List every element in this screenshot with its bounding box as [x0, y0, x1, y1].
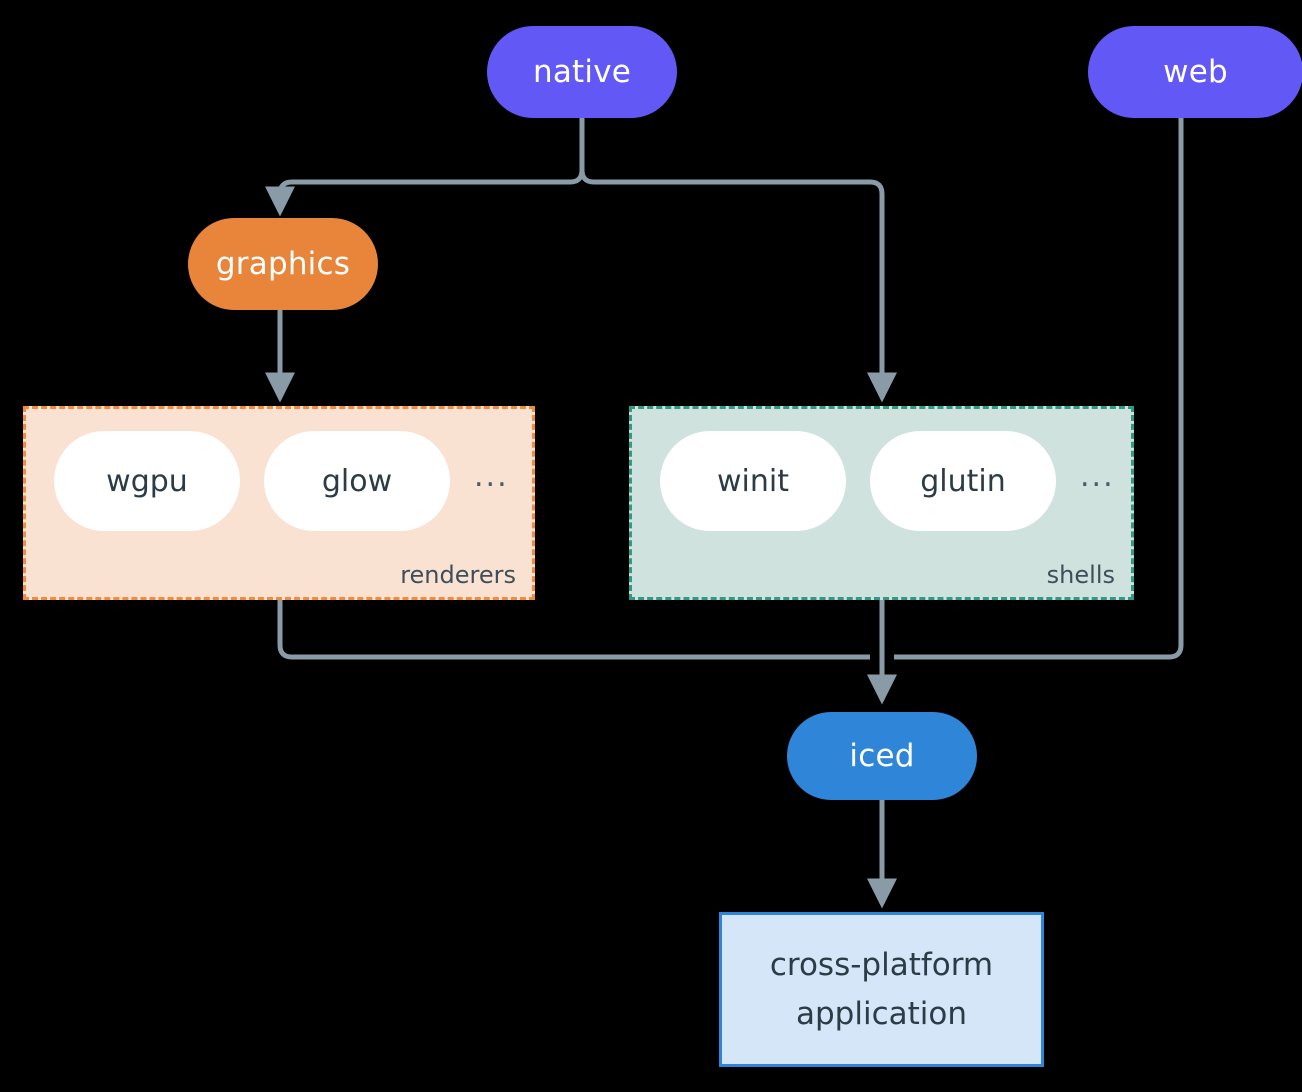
chip-wgpu[interactable]: wgpu — [54, 431, 240, 531]
chip-glutin[interactable]: glutin — [870, 431, 1056, 531]
edge-native-to-graphics — [265, 169, 585, 217]
node-cross-platform-application[interactable]: cross-platform application — [719, 912, 1044, 1067]
node-graphics-label: graphics — [215, 246, 351, 282]
node-native[interactable]: native — [487, 26, 677, 118]
node-web[interactable]: web — [1088, 26, 1302, 118]
node-iced[interactable]: iced — [787, 712, 977, 800]
group-renderers-label: renderers — [400, 561, 516, 589]
group-renderers-items: wgpu glow ... — [26, 431, 532, 531]
node-iced-label: iced — [849, 738, 915, 774]
group-shells-label: shells — [1046, 561, 1115, 589]
chip-winit[interactable]: winit — [660, 431, 846, 531]
node-graphics[interactable]: graphics — [188, 218, 378, 310]
group-renderers[interactable]: wgpu glow ... renderers — [23, 406, 535, 600]
chip-winit-label: winit — [717, 463, 789, 499]
chip-glutin-label: glutin — [920, 463, 1006, 499]
edge-native-to-shells — [579, 169, 897, 403]
chip-wgpu-label: wgpu — [106, 463, 188, 499]
group-shells[interactable]: winit glutin ... shells — [629, 406, 1134, 600]
chip-glow-label: glow — [321, 463, 393, 499]
renderers-overflow-ellipsis: ... — [474, 459, 509, 494]
application-label-line1: cross-platform — [769, 947, 994, 984]
edge-renderers-to-iced — [277, 600, 870, 660]
application-label-line2: application — [796, 995, 967, 1032]
node-web-label: web — [1163, 54, 1228, 90]
shells-overflow-ellipsis: ... — [1080, 459, 1115, 494]
chip-glow[interactable]: glow — [264, 431, 450, 531]
group-shells-items: winit glutin ... — [632, 431, 1131, 531]
node-native-label: native — [532, 54, 632, 90]
